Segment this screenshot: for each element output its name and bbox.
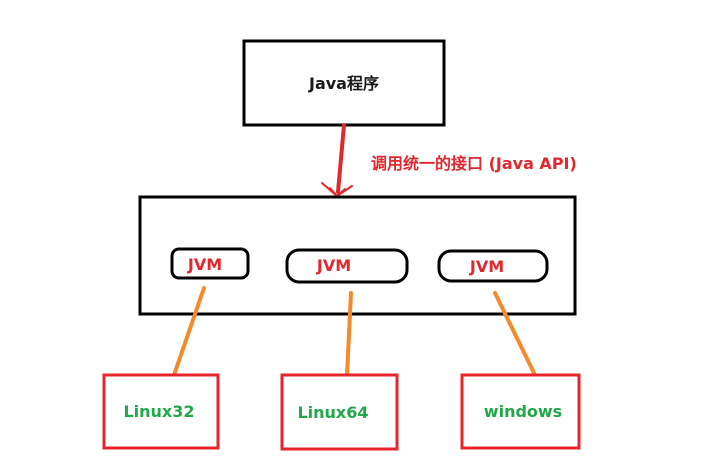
java-program-node: Java程序 <box>242 39 446 127</box>
jvm-label-2: JVM <box>316 256 351 275</box>
api-call-arrow: 调用统一的接口 (Java API) <box>321 123 577 198</box>
api-call-label: 调用统一的接口 (Java API) <box>371 154 577 173</box>
jvm-box-2 <box>285 248 409 284</box>
platform-box-linux64 <box>280 373 399 451</box>
jvm-label-3: JVM <box>469 257 504 276</box>
connector-linux32 <box>172 286 206 377</box>
platform-label-linux64: Linux64 <box>297 403 368 422</box>
platform-node-linux32: Linux32 <box>102 373 220 450</box>
java-program-box <box>242 39 446 127</box>
platform-box-linux32 <box>102 373 220 450</box>
jvm-node-3: JVM <box>437 249 549 283</box>
connector-linux64 <box>345 291 353 377</box>
platform-box-windows <box>460 373 581 450</box>
platform-node-windows: windows <box>460 373 581 450</box>
jvm-node-1: JVM <box>170 247 250 280</box>
jvm-label-1: JVM <box>187 255 222 274</box>
arrow-shaft <box>336 123 346 194</box>
jvm-box-1 <box>170 247 250 280</box>
platform-label-linux32: Linux32 <box>123 402 194 421</box>
java-program-label: Java程序 <box>308 74 379 93</box>
platform-node-linux64: Linux64 <box>280 373 399 451</box>
platform-label-windows: windows <box>484 402 562 421</box>
connector-windows <box>493 291 536 375</box>
jvm-box-3 <box>437 249 549 283</box>
jvm-node-2: JVM <box>285 248 409 284</box>
